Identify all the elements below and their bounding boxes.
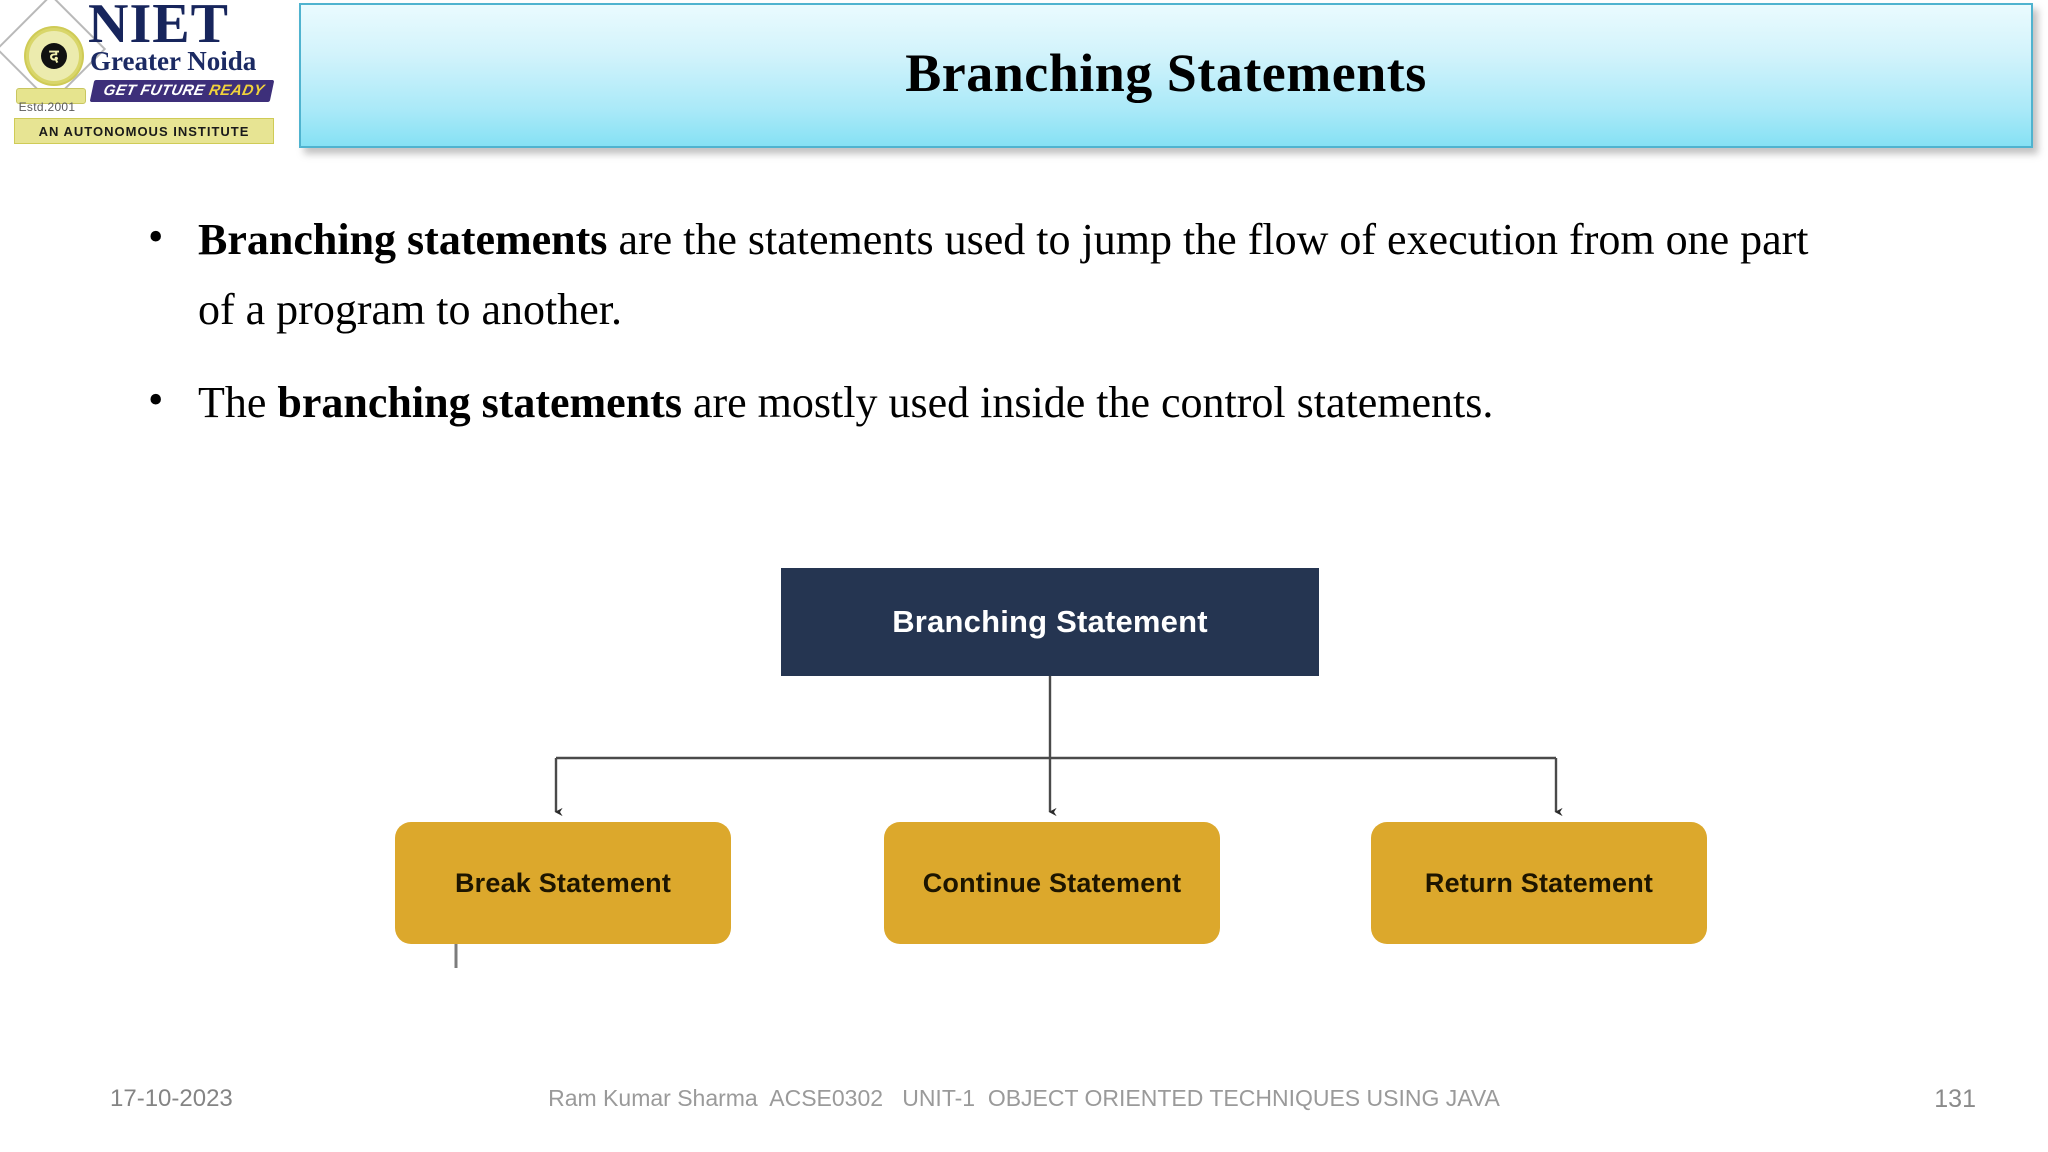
logo-ribbon-shape bbox=[16, 88, 86, 104]
logo-tagline-part1: GET FUTURE bbox=[101, 82, 207, 99]
logo-emblem-icon: द bbox=[0, 0, 107, 122]
branching-statement-diagram: Branching Statement Break Statement Cont… bbox=[0, 540, 2048, 1020]
footer-date: 17-10-2023 bbox=[110, 1085, 233, 1112]
slide-title: Branching Statements bbox=[905, 42, 1427, 103]
logo-seal-center bbox=[41, 43, 67, 69]
logo-autonomous-label: AN AUTONOMOUS INSTITUTE bbox=[14, 118, 274, 144]
logo-institute-location: Greater Noida bbox=[90, 46, 257, 76]
bullet-1-rest: are the statements used to jump the flow… bbox=[198, 215, 1809, 335]
slide-body-bullets: • Branching statements are the statement… bbox=[140, 205, 1940, 460]
logo-tagline-part2: READY bbox=[207, 82, 267, 99]
bullet-1-bold: Branching statements bbox=[198, 215, 608, 264]
logo-tagline-text: GET FUTURE READY bbox=[94, 82, 274, 99]
logo-institute-name: NIET bbox=[88, 0, 229, 55]
diagram-node-continue-statement: Continue Statement bbox=[884, 822, 1220, 944]
bullet-2-bold: branching statements bbox=[277, 377, 682, 427]
institute-logo: द Estd.2001 NIET Greater Noida GET FUTUR… bbox=[0, 0, 278, 148]
diagram-node-branching-statement: Branching Statement bbox=[781, 568, 1319, 676]
slide-title-banner: Branching Statements bbox=[299, 3, 2033, 148]
logo-seal-glyph: द bbox=[49, 46, 59, 66]
bullet-text: Branching statements are the statements … bbox=[198, 205, 1848, 346]
diagram-connectors bbox=[454, 676, 1563, 968]
bullet-text: The branching statements are mostly used… bbox=[198, 368, 1848, 438]
bullet-marker-icon: • bbox=[148, 374, 164, 424]
diagram-node-break-statement: Break Statement bbox=[395, 822, 731, 944]
diagram-node-return-statement: Return Statement bbox=[1371, 822, 1707, 944]
bullet-marker-icon: • bbox=[148, 212, 164, 261]
logo-established-year: Estd.2001 bbox=[18, 100, 76, 114]
bullet-2-prefix: The bbox=[198, 377, 278, 427]
bullet-2-rest: are mostly used inside the control state… bbox=[681, 377, 1494, 427]
logo-seal-icon: द bbox=[26, 28, 82, 84]
bullet-item: • Branching statements are the statement… bbox=[140, 205, 1940, 346]
bullet-item: • The branching statements are mostly us… bbox=[140, 368, 1940, 438]
footer-page-number: 131 bbox=[1934, 1085, 1976, 1113]
footer-course-info: Ram Kumar Sharma ACSE0302 UNIT-1 OBJECT … bbox=[548, 1085, 1500, 1111]
